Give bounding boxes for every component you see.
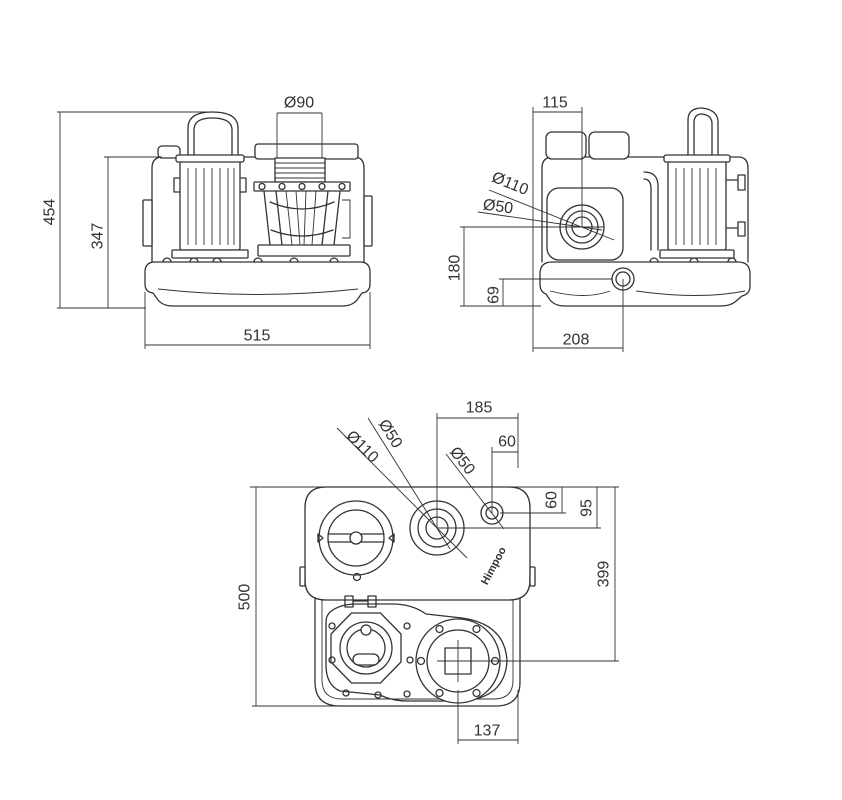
top-access-cover-center	[349, 531, 363, 545]
front-motor-flange	[171, 249, 249, 259]
front-motor-handle	[187, 111, 239, 156]
front-base	[144, 261, 371, 307]
top-motor-plate	[325, 603, 508, 702]
front-pump-column	[253, 143, 359, 257]
side-view: 115 Ø110 Ø50 180 69 208	[447, 95, 751, 352]
dim-side-inlet-height-label: 180	[447, 255, 464, 282]
dim-top-inlet-outer-label: Ø110	[343, 428, 382, 467]
front-motor-brackets	[173, 177, 247, 193]
top-plate-bolts	[328, 622, 414, 699]
side-dimension-lines	[460, 107, 624, 352]
top-pipe-fittings	[344, 595, 377, 608]
dim-total-length-label: 500	[237, 584, 254, 611]
front-left-cap	[157, 145, 181, 159]
dim-outlet-offset-label: 208	[563, 332, 590, 349]
top-access-cover-arrows	[317, 533, 395, 543]
front-lower-flange	[257, 244, 351, 257]
top-view: Himpoo 185 60 Ø110 Ø50 Ø50 60 95	[237, 400, 619, 744]
dim-inlet-height-label: 347	[90, 223, 107, 250]
top-motor-terminal	[360, 624, 372, 636]
top-pump-assembly	[325, 595, 508, 704]
front-base-curve	[157, 288, 359, 295]
side-cover-right	[588, 131, 630, 160]
top-motor-ring-outer	[339, 621, 393, 675]
dim-vent-offset-x-label: 60	[498, 434, 516, 451]
dim-total-height-label: 454	[42, 199, 59, 226]
front-dimension-lines	[57, 111, 371, 349]
side-motor-fins	[675, 168, 717, 245]
dim-top-inlet-inner-label: Ø50	[375, 417, 405, 452]
front-column-body	[263, 190, 341, 246]
top-access-cover-inner	[327, 509, 385, 567]
side-motor-cap	[663, 154, 731, 163]
side-motor-flange	[659, 249, 735, 259]
front-motor-fins	[187, 168, 235, 245]
dim-side-inlet-outer-label: Ø110	[489, 169, 531, 199]
front-lid	[254, 143, 359, 160]
side-base-curve	[549, 290, 746, 296]
top-motor-octagon	[330, 612, 402, 684]
dim-vent-diameter-label: Ø50	[446, 444, 478, 478]
dim-side-inlet-inner-label: Ø50	[482, 196, 514, 217]
dim-top-diameter-label: Ø90	[284, 95, 314, 112]
side-motor-pipe	[643, 171, 659, 251]
front-motor-housing	[179, 159, 241, 251]
front-dimensions: 454 347 515 Ø90	[42, 95, 371, 349]
side-tank-outline	[541, 156, 749, 263]
dim-outlet-offset-x-label: 137	[474, 723, 501, 740]
front-right-inlet-stub	[363, 195, 373, 247]
side-motor	[643, 107, 746, 259]
top-access-cover-outer	[318, 500, 394, 576]
dim-width-label: 515	[244, 328, 271, 345]
front-motor-cap	[175, 154, 245, 163]
front-body	[142, 145, 373, 307]
front-column-wires	[285, 190, 351, 246]
dim-top-offset-label: 115	[542, 95, 568, 112]
dim-outlet-height-label: 69	[486, 286, 503, 304]
front-flange-bolts	[258, 182, 346, 191]
top-dimension-lines	[250, 413, 619, 744]
dim-inlet-offset-y-label: 95	[579, 499, 596, 517]
side-motor-brackets	[725, 174, 746, 237]
side-cover-left	[545, 131, 587, 160]
dim-outlet-offset-y-label: 399	[596, 561, 613, 588]
side-body	[539, 131, 751, 307]
front-upper-flange	[253, 181, 351, 192]
top-motor-capsule	[352, 653, 380, 666]
dim-vent-offset-y-label: 60	[544, 491, 561, 509]
top-right-tab	[529, 566, 536, 587]
side-dimensions: 115 Ø110 Ø50 180 69 208	[447, 95, 624, 352]
top-small-plug	[352, 572, 362, 582]
front-coil-lines	[275, 162, 325, 179]
front-view: 454 347 515 Ø90	[42, 95, 373, 349]
dim-inlet-offset-x-label: 185	[466, 400, 493, 417]
top-lower-body-inner	[321, 600, 514, 700]
top-left-tab	[299, 566, 306, 587]
front-left-inlet-stub	[142, 199, 153, 247]
side-base	[539, 261, 751, 307]
side-motor-housing	[667, 159, 727, 251]
side-motor-handle	[687, 107, 719, 156]
front-motor	[171, 111, 249, 259]
